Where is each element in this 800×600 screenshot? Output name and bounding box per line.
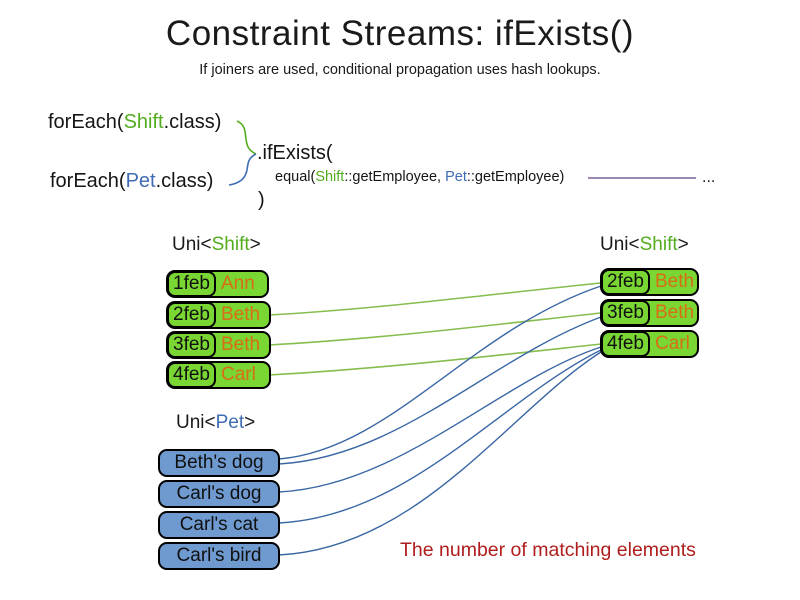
table-row: 2feb Beth (166, 301, 271, 329)
list-item: Carl's bird (158, 542, 280, 570)
table-row: 4feb Carl (166, 361, 271, 389)
shift-date-cell: 3feb (601, 300, 650, 326)
code-text: forEach( (48, 111, 124, 133)
header-text: > (677, 234, 689, 255)
pet-type-token: Pet (445, 169, 467, 185)
right-shift-table-header: Uni<Shift> (600, 234, 689, 256)
pet-link-beths-dog-2feb (278, 285, 602, 460)
table-row: 2feb Beth (600, 268, 699, 296)
shift-type-token: Shift (315, 169, 345, 185)
match-line-3feb (268, 312, 602, 346)
left-shift-table-header: Uni<Shift> (172, 234, 261, 256)
pet-link-beths-dog-3feb (278, 316, 602, 465)
shift-date-cell: 4feb (601, 331, 650, 357)
shift-employee-cell: Beth (221, 334, 261, 355)
shift-date-cell: 2feb (601, 269, 650, 295)
pet-type-token: Pet (125, 170, 156, 192)
pet-link-carls-dog-4feb (278, 346, 602, 493)
code-text: .class) (163, 111, 222, 133)
note-line-1: The number of matching elements (400, 539, 696, 561)
brace-shift-stream-curve (236, 120, 257, 155)
shift-employee-cell: Beth (221, 304, 261, 325)
code-text: forEach( (50, 170, 126, 192)
header-text: Uni< (176, 412, 216, 433)
shift-type-token: Shift (211, 234, 250, 255)
page-subtitle: If joiners are used, conditional propaga… (199, 62, 601, 78)
match-line-2feb (268, 282, 602, 316)
note-text: The number of matching elements in the s… (400, 485, 734, 600)
shift-date-cell: 4feb (167, 362, 216, 388)
code-if-exists: .ifExists( (257, 142, 333, 164)
shift-employee-cell: Beth (655, 302, 695, 323)
shift-employee-cell: Carl (655, 333, 690, 354)
code-close-paren: ) (258, 189, 265, 211)
code-text: ::getEmployee, (344, 169, 446, 185)
shift-employee-cell: Carl (221, 364, 256, 385)
header-text: > (249, 234, 261, 255)
shift-employee-cell: Beth (655, 271, 695, 292)
code-equal-joiner: equal(Shift::getEmployee, Pet::getEmploy… (275, 169, 564, 185)
pet-type-token: Pet (215, 412, 245, 433)
header-text: Uni< (172, 234, 212, 255)
shift-employee-cell: Ann (221, 273, 255, 294)
shift-type-token: Shift (123, 111, 164, 133)
header-text: > (244, 412, 256, 433)
match-line-4feb (268, 343, 602, 376)
table-row: 3feb Beth (166, 331, 271, 359)
shift-type-token: Shift (639, 234, 678, 255)
table-row: 4feb Carl (600, 330, 699, 358)
pet-table-header: Uni<Pet> (176, 412, 255, 434)
code-text: .class) (155, 170, 214, 192)
shift-date-cell: 1feb (167, 271, 216, 297)
code-foreach-pet: forEach(Pet.class) (50, 170, 213, 193)
shift-date-cell: 2feb (167, 302, 216, 328)
code-text: ::getEmployee) (466, 169, 565, 185)
list-item: Carl's dog (158, 480, 280, 508)
header-text: Uni< (600, 234, 640, 255)
page-title: Constraint Streams: ifExists() (165, 14, 635, 53)
table-row: 1feb Ann (166, 270, 269, 298)
ellipsis-continuation: ... (702, 169, 716, 186)
list-item: Carl's cat (158, 511, 280, 539)
shift-date-cell: 3feb (167, 332, 216, 358)
code-text: equal( (275, 169, 316, 185)
table-row: 3feb Beth (600, 299, 699, 327)
code-foreach-shift: forEach(Shift.class) (48, 111, 221, 134)
brace-pet-stream-curve (228, 153, 257, 186)
list-item: Beth's dog (158, 449, 280, 477)
